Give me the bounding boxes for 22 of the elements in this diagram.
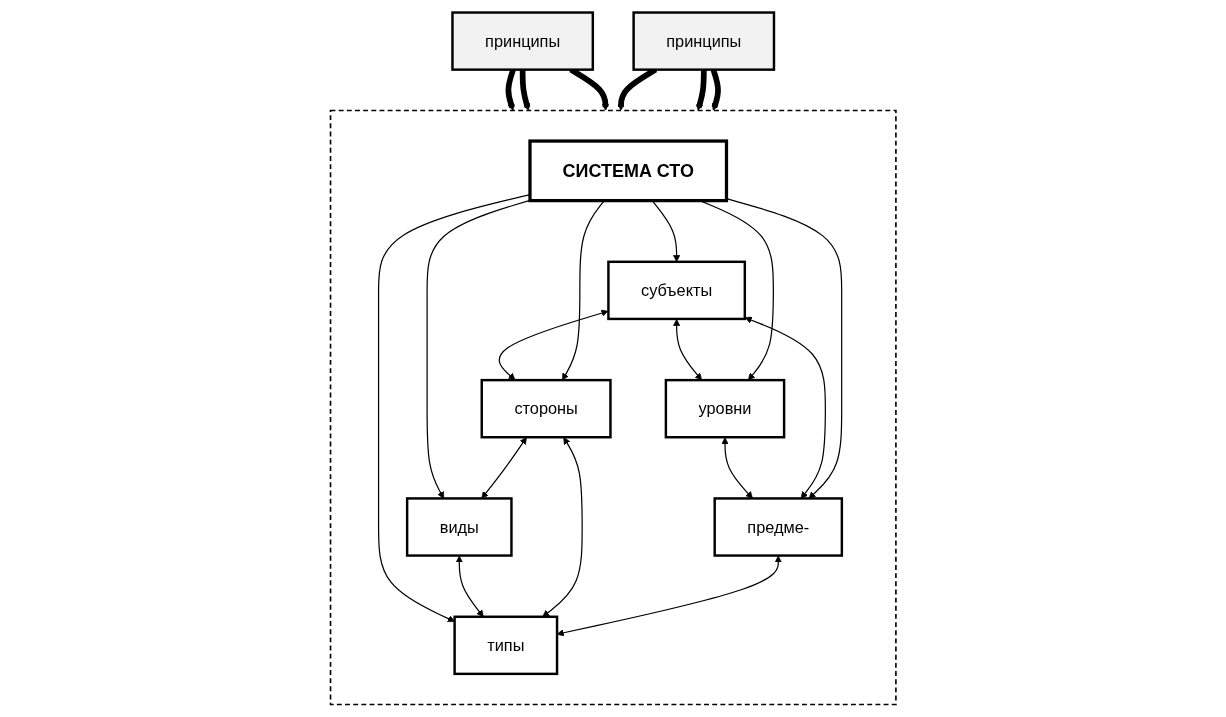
- arrow: [498, 309, 609, 381]
- arrow: [377, 194, 531, 623]
- arrow: [695, 69, 707, 111]
- node-box: стороны: [480, 378, 612, 439]
- arrow: [556, 555, 782, 637]
- arrow: [481, 437, 527, 499]
- node-box: СИСТЕМА СТО: [528, 139, 728, 203]
- node-box: принципы: [451, 11, 594, 71]
- arrow: [426, 199, 531, 499]
- node-box: субъекты: [606, 260, 746, 321]
- arrow: [721, 437, 753, 499]
- cluster: [329, 109, 897, 706]
- node-box: предме-: [713, 497, 843, 557]
- node-box: принципы: [632, 11, 775, 71]
- arrow: [672, 318, 702, 381]
- arrow: [561, 200, 605, 381]
- node-box: типы: [453, 615, 559, 676]
- node-box: уровни: [664, 378, 786, 439]
- node-box: виды: [405, 497, 513, 557]
- arrow: [744, 316, 826, 499]
- arrow: [519, 69, 531, 111]
- arrow: [725, 198, 843, 499]
